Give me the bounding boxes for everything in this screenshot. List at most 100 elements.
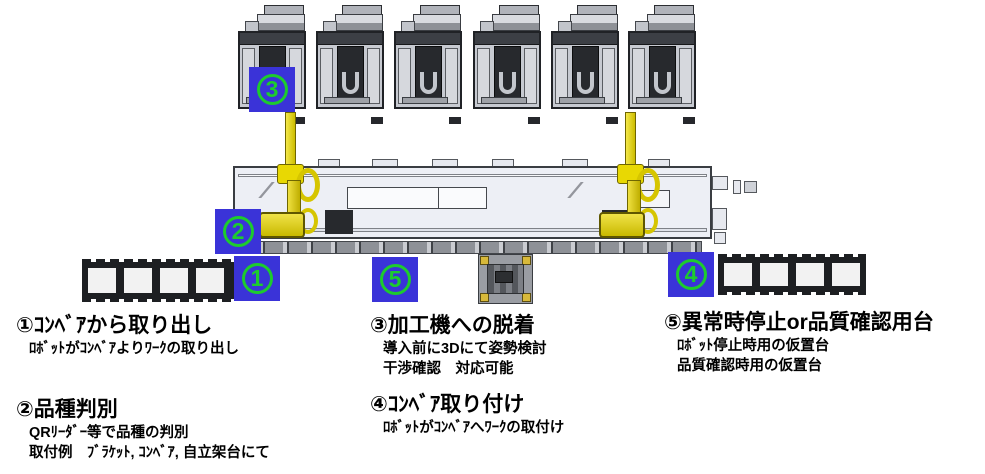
machine-work-slot <box>572 46 599 98</box>
platform-window-divider <box>438 188 439 208</box>
pallet-corner <box>480 293 489 302</box>
pallet-corner <box>480 256 489 265</box>
marker-number: 3 <box>256 74 288 105</box>
machine-foot <box>528 117 540 124</box>
marker-4-place-on-conveyor: 4 <box>668 252 714 297</box>
platform-top-rail <box>238 174 707 177</box>
machine-fixture <box>499 72 516 94</box>
pallet-corner <box>522 256 531 265</box>
annotation-5-line: 品質確認時用の仮置台 <box>677 358 822 374</box>
transfer-belt <box>240 241 702 254</box>
machine-work-slot <box>494 46 521 98</box>
machine-left-panel <box>555 48 568 104</box>
machine-left-panel <box>632 48 645 104</box>
conveyor-chain <box>82 259 235 263</box>
machine-left-panel <box>320 48 333 104</box>
platform-dark-slot-left <box>325 210 353 234</box>
annotation-4-title: ④ｺﾝﾍﾞｱ取り付け <box>370 393 525 416</box>
annotation-5: ⑤異常時停止or品質確認用台 ﾛﾎﾞｯﾄ停止時用の仮置台 品質確認時用の仮置台 <box>664 310 934 376</box>
end-fixture <box>733 180 741 194</box>
marker-number: 2 <box>222 216 254 247</box>
machine-work-slot <box>649 46 676 98</box>
robot-wrist <box>285 112 296 170</box>
machine-right-panel <box>524 48 537 104</box>
end-fixture <box>744 181 757 193</box>
machine-fixture <box>654 72 671 94</box>
annotation-3-line: 干渉確認 対応可能 <box>383 361 514 377</box>
machine-foot <box>371 117 383 124</box>
annotation-4-line: ﾛﾎﾞｯﾄがｺﾝﾍﾞｱへﾜｰｸの取付け <box>383 420 565 436</box>
marker-number: 4 <box>675 259 707 290</box>
machine-table <box>324 97 370 104</box>
machine-tool-2 <box>315 5 387 124</box>
machine-foot <box>683 117 695 124</box>
end-fixture <box>712 208 727 230</box>
machine-left-panel <box>398 48 411 104</box>
machine-front-band <box>396 33 460 45</box>
machine-front-band <box>630 33 694 45</box>
conveyor-chain <box>718 254 866 258</box>
machine-table <box>402 97 448 104</box>
annotation-4: ④ｺﾝﾍﾞｱ取り付け ﾛﾎﾞｯﾄがｺﾝﾍﾞｱへﾜｰｸの取付け <box>370 392 564 438</box>
infeed-conveyor <box>82 259 235 302</box>
outfeed-conveyor <box>718 254 866 295</box>
machine-right-panel <box>679 48 692 104</box>
machine-rear-unit <box>335 14 383 31</box>
machine-foot <box>606 117 618 124</box>
machine-work-slot <box>415 46 442 98</box>
conveyor-crossbars <box>724 263 860 286</box>
machine-rear-unit <box>647 14 695 31</box>
robot-right <box>598 112 660 238</box>
annotation-2: ②品種判別 QRﾘｰﾀﾞｰ等で品種の判別 取付例 ﾌﾞﾗｹｯﾄ, ｺﾝﾍﾞｱ, … <box>16 397 270 463</box>
machine-body <box>551 31 619 109</box>
machine-tool-6 <box>627 5 699 124</box>
machine-fixture <box>420 72 437 94</box>
machine-front-band <box>553 33 617 45</box>
marker-1-pick-from-conveyor: 1 <box>234 256 280 301</box>
pallet-workpiece <box>495 271 513 283</box>
marker-number: 5 <box>379 264 411 295</box>
annotation-3: ③加工機への脱着 導入前に3Dにて姿勢検討 干渉確認 対応可能 <box>370 313 547 379</box>
machine-rear-unit <box>492 14 540 31</box>
machine-body <box>394 31 462 109</box>
machine-table <box>481 97 527 104</box>
machine-foot <box>293 117 305 124</box>
annotation-1-line: ﾛﾎﾞｯﾄがｺﾝﾍﾞｱよりﾜｰｸの取り出し <box>29 341 239 357</box>
machine-fixture <box>342 72 359 94</box>
conveyor-chain <box>82 298 235 302</box>
annotation-2-title: ②品種判別 <box>16 398 118 421</box>
machine-front-band <box>240 33 304 45</box>
machine-table <box>559 97 605 104</box>
robot-wrist <box>625 112 636 170</box>
machine-work-slot <box>337 46 364 98</box>
machine-rear-unit <box>570 14 618 31</box>
marker-2-type-identification: 2 <box>215 209 261 254</box>
marker-5-temporary-stand: 5 <box>372 257 418 302</box>
machine-tool-5 <box>550 5 622 124</box>
machine-front-band <box>318 33 382 45</box>
annotation-3-line: 導入前に3Dにて姿勢検討 <box>383 341 547 357</box>
annotation-2-line: QRﾘｰﾀﾞｰ等で品種の判別 <box>29 425 189 441</box>
machine-right-panel <box>445 48 458 104</box>
machine-front-band <box>475 33 539 45</box>
robot-left <box>258 112 320 238</box>
machine-table <box>636 97 682 104</box>
end-fixture <box>712 176 728 190</box>
machine-foot <box>449 117 461 124</box>
annotation-1: ①ｺﾝﾍﾞｱから取り出し ﾛﾎﾞｯﾄがｺﾝﾍﾞｱよりﾜｰｸの取り出し <box>16 313 239 359</box>
annotation-5-line: ﾛﾎﾞｯﾄ停止時用の仮置台 <box>677 338 830 354</box>
machine-left-panel <box>477 48 490 104</box>
conveyor-crossbars <box>88 268 229 293</box>
annotation-3-title: ③加工機への脱着 <box>370 314 535 337</box>
machine-body <box>316 31 384 109</box>
machine-body <box>628 31 696 109</box>
robot-base <box>259 212 305 238</box>
marker-3-machine-load-unload: 3 <box>249 67 295 112</box>
annotation-5-title: ⑤異常時停止or品質確認用台 <box>664 311 934 334</box>
annotation-2-line: 取付例 ﾌﾞﾗｹｯﾄ, ｺﾝﾍﾞｱ, 自立架台にて <box>29 445 270 461</box>
machine-tool-4 <box>472 5 544 124</box>
marker-number: 1 <box>241 263 273 294</box>
platform-window <box>347 187 487 209</box>
machine-right-panel <box>602 48 615 104</box>
